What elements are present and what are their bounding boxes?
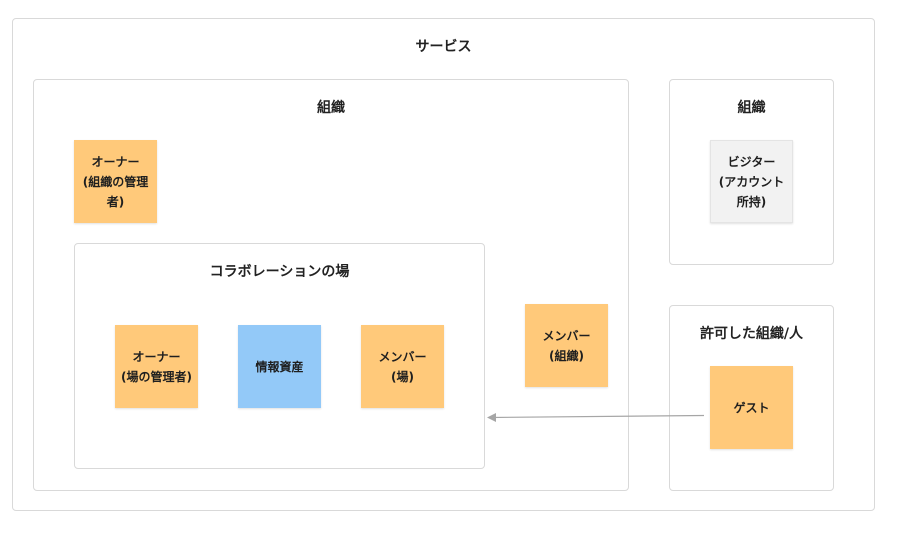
organization-title: 組織 (317, 100, 345, 116)
visitor-note[interactable]: ビジター (アカウント 所持) (710, 140, 793, 223)
service-title: サービス (415, 39, 472, 55)
collaboration-space-title: コラボレーションの場 (209, 264, 350, 280)
visitor-organization-title: 組織 (737, 100, 766, 116)
organization-owner-note[interactable]: オーナー (組織の管理 者) (74, 140, 157, 223)
guest-note[interactable]: ゲスト (710, 366, 793, 449)
allowed-parties-title: 許可した組織/人 (699, 326, 804, 342)
space-owner-note[interactable]: オーナー (場の管理者) (115, 325, 198, 408)
space-member-note[interactable]: メンバー (場) (361, 325, 444, 408)
organization-member-note[interactable]: メンバー (組織) (525, 304, 608, 387)
information-asset-note[interactable]: 情報資産 (238, 325, 321, 408)
